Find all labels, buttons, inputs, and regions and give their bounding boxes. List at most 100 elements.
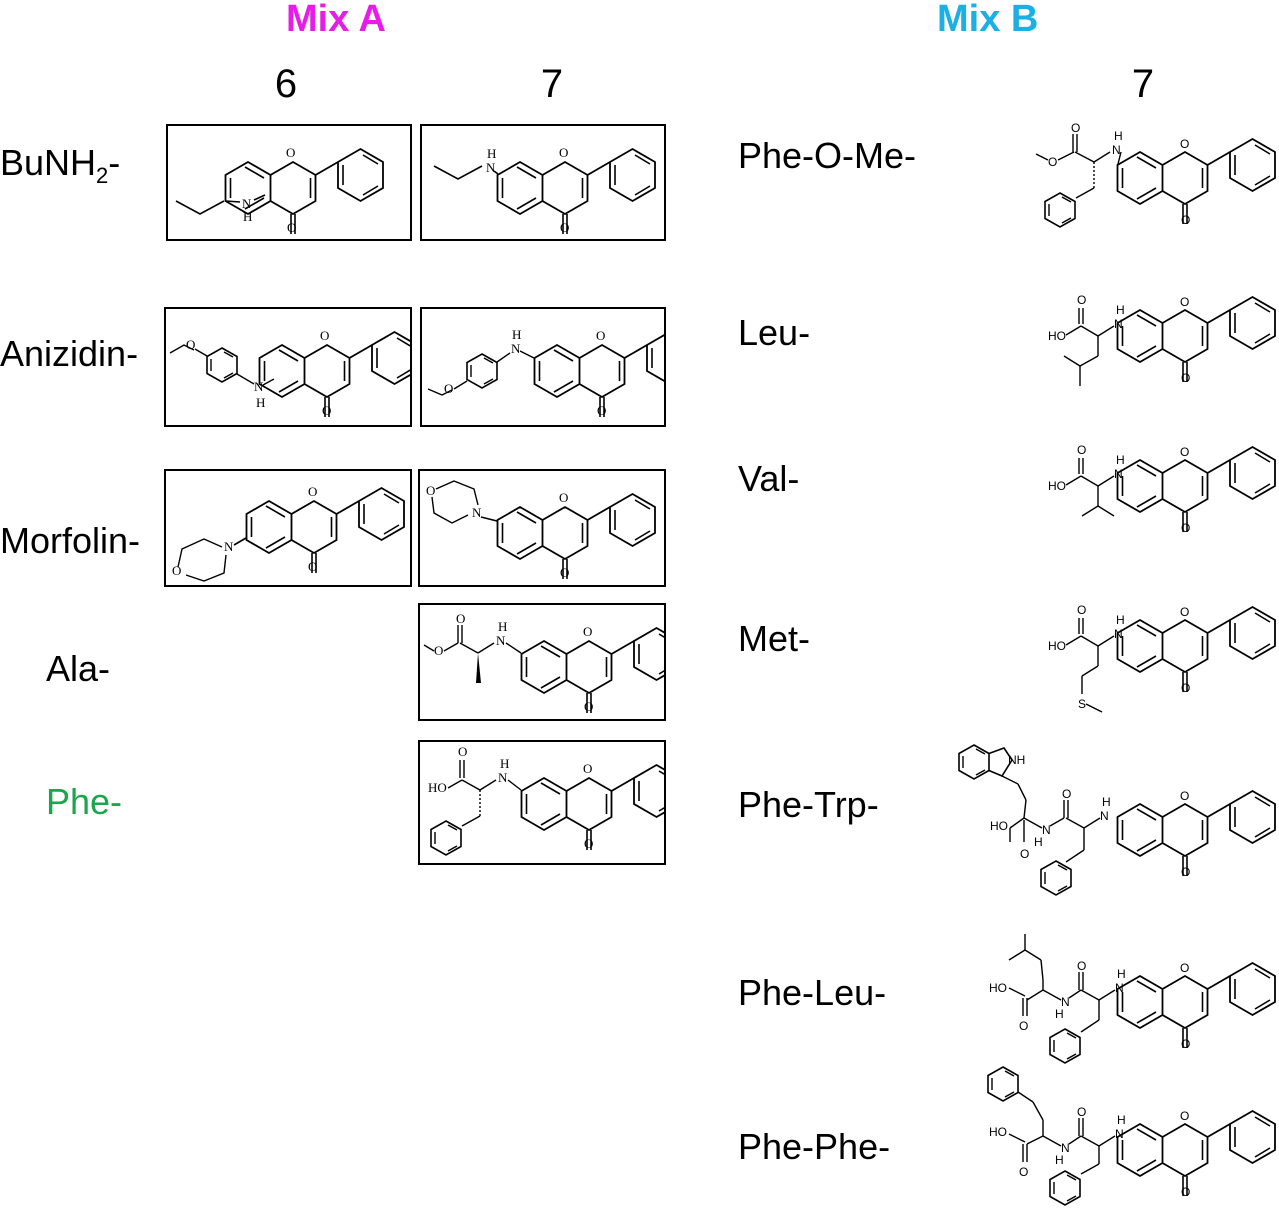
svg-text:O: O <box>426 483 435 498</box>
svg-text:N: N <box>498 770 508 785</box>
svg-text:O: O <box>559 490 568 505</box>
molecule-anizidin-7: O O O N H <box>427 327 664 418</box>
svg-text:N: N <box>1061 1141 1070 1155</box>
svg-text:N: N <box>1114 317 1123 331</box>
svg-text:HO: HO <box>1048 639 1066 653</box>
svg-text:H: H <box>512 327 521 342</box>
svg-text:O: O <box>1181 213 1190 227</box>
structure-phe-trp-7: O O NH HO O N H O N H <box>958 744 1276 896</box>
molecule-bunh2-7: O O N H <box>433 145 656 235</box>
svg-text:O: O <box>1071 121 1080 135</box>
svg-text:O: O <box>1181 865 1190 879</box>
svg-text:H: H <box>1114 129 1123 143</box>
label-phe: Phe- <box>46 781 123 822</box>
svg-text:O: O <box>186 337 195 352</box>
svg-text:O: O <box>1181 371 1190 385</box>
svg-text:HO: HO <box>1048 329 1066 343</box>
svg-text:HO: HO <box>989 981 1007 995</box>
svg-text:O: O <box>583 624 592 639</box>
svg-text:O: O <box>560 220 569 235</box>
molecule-anizidin-6: O O O N H <box>169 328 410 418</box>
svg-text:H: H <box>1116 453 1125 467</box>
svg-text:H: H <box>1116 613 1125 627</box>
svg-text:O: O <box>1181 681 1190 695</box>
svg-text:O: O <box>1019 1165 1028 1179</box>
svg-text:O: O <box>559 145 568 160</box>
svg-text:O: O <box>456 611 465 626</box>
svg-text:O: O <box>1181 1037 1190 1051</box>
svg-text:H: H <box>487 146 496 161</box>
svg-text:N: N <box>1114 627 1123 641</box>
label-phe-leu: Phe-Leu- <box>738 972 887 1013</box>
label-phe-trp: Phe-Trp- <box>738 784 879 825</box>
label-bunh2: BuNH2- <box>0 142 121 189</box>
svg-text:H: H <box>256 395 265 410</box>
svg-text:HO: HO <box>990 819 1008 833</box>
svg-text:O: O <box>1181 1185 1190 1199</box>
svg-text:O: O <box>1020 847 1029 861</box>
mix-a-column-6: 6 <box>274 62 298 106</box>
label-morfolin: Morfolin- <box>0 520 141 561</box>
svg-text:H: H <box>500 756 509 771</box>
svg-text:O: O <box>434 643 443 658</box>
svg-text:O: O <box>172 563 181 578</box>
svg-text:O: O <box>1180 445 1189 459</box>
svg-text:HO: HO <box>989 1125 1007 1139</box>
svg-text:O: O <box>596 328 605 343</box>
svg-text:N: N <box>496 633 506 648</box>
structure-morfolin-6: O O N O <box>164 469 412 587</box>
svg-text:N: N <box>486 160 496 175</box>
svg-text:O: O <box>584 699 593 714</box>
svg-text:O: O <box>1181 521 1190 535</box>
svg-text:N: N <box>511 341 521 356</box>
structure-phe-leu-7: O O HO O N H O N H <box>989 934 1276 1064</box>
svg-text:O: O <box>444 381 453 396</box>
structure-anizidin-7: O O O N H <box>420 307 666 427</box>
label-leu: Leu- <box>738 312 811 353</box>
svg-text:O: O <box>1077 603 1086 617</box>
structure-val-7: O O O HO N H <box>1048 443 1276 535</box>
mix-a-title: Mix A <box>286 0 386 40</box>
svg-text:O: O <box>1180 605 1189 619</box>
structure-met-7: O O O HO S N H <box>1048 603 1276 713</box>
structure-phe-7: O O O HO N H <box>418 740 666 865</box>
structure-bunh2-6: O O N H <box>166 124 412 241</box>
svg-text:O: O <box>287 220 296 235</box>
svg-text:O: O <box>583 761 592 776</box>
svg-text:O: O <box>322 403 331 418</box>
svg-text:O: O <box>320 328 329 343</box>
svg-text:O: O <box>1077 1105 1086 1119</box>
molecule-ala-7: O O O O N H <box>423 611 664 714</box>
mix-b-column-7: 7 <box>1131 62 1155 106</box>
structure-bunh2-7: O O N H <box>420 124 666 241</box>
structure-leu-7: O O O HO N H <box>1048 293 1276 386</box>
svg-text:H: H <box>498 619 507 634</box>
svg-text:H: H <box>1055 1153 1064 1167</box>
mix-b-title: Mix B <box>937 0 1039 40</box>
svg-text:H: H <box>1055 1007 1064 1021</box>
svg-text:H: H <box>1034 835 1043 849</box>
svg-text:O: O <box>584 836 593 851</box>
svg-text:HO: HO <box>1048 479 1066 493</box>
svg-text:O: O <box>1062 787 1071 801</box>
svg-text:N: N <box>1112 143 1121 157</box>
svg-text:O: O <box>1180 137 1189 151</box>
svg-text:O: O <box>1019 1019 1028 1033</box>
label-anizidin: Anizidin- <box>0 333 139 374</box>
svg-text:N: N <box>1061 995 1070 1009</box>
molecule-phe-7: O O O HO N H <box>428 744 664 856</box>
label-ala: Ala- <box>46 648 111 689</box>
svg-text:N: N <box>254 379 264 394</box>
svg-text:H: H <box>1117 967 1126 981</box>
svg-text:O: O <box>1077 959 1086 973</box>
svg-text:O: O <box>308 559 317 574</box>
svg-text:O: O <box>1180 961 1189 975</box>
svg-text:H: H <box>1102 795 1111 809</box>
label-met: Met- <box>738 618 810 659</box>
svg-text:O: O <box>1077 293 1086 307</box>
svg-text:N: N <box>1100 809 1109 823</box>
svg-text:O: O <box>1180 295 1189 309</box>
svg-text:N: N <box>242 196 252 211</box>
structure-phe-o-me-7: O O O O N H <box>1035 121 1276 228</box>
svg-text:O: O <box>560 565 569 580</box>
